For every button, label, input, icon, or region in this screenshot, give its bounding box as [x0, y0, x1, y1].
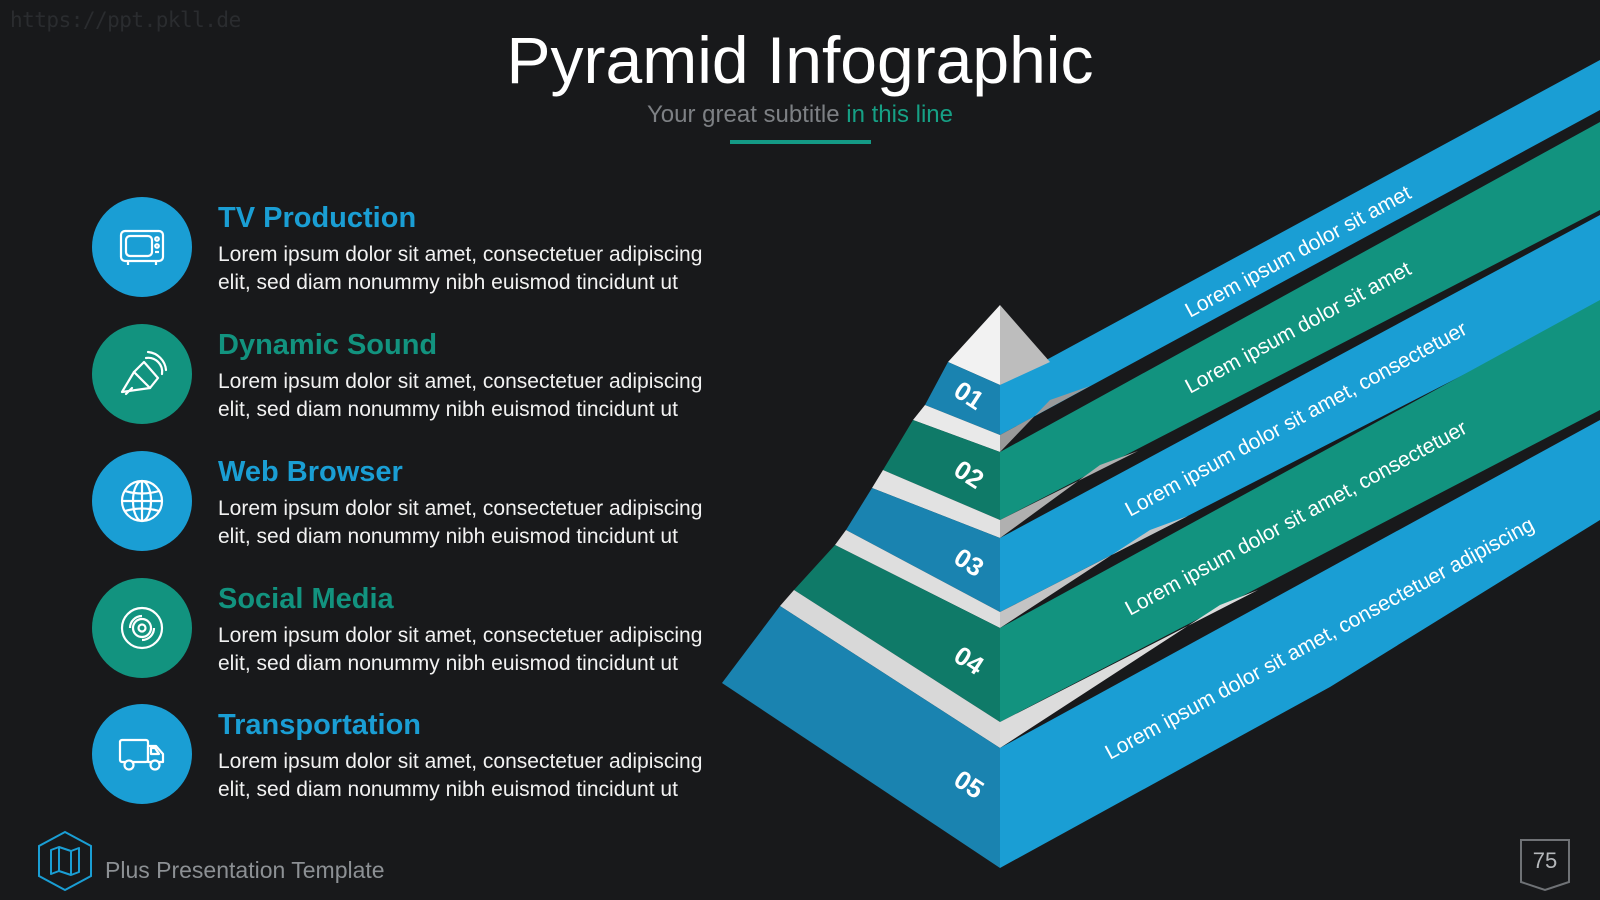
list-item-dynamic-sound: Dynamic Sound Lorem ipsum dolor sit amet… [92, 324, 732, 424]
item-description: Lorem ipsum dolor sit amet, consectetuer… [218, 370, 703, 421]
watermark: https://ppt.pkll.de [10, 8, 241, 32]
ribbon-1 [1000, 60, 1600, 435]
ribbon-4 [1000, 300, 1600, 722]
truck-icon [118, 738, 165, 771]
level-2-face [883, 420, 1000, 520]
speaker-icon [120, 350, 168, 396]
item-description: Lorem ipsum dolor sit amet, consectetuer… [218, 497, 703, 548]
level-4-face [794, 545, 1000, 722]
subtitle-accent: in this line [846, 101, 953, 128]
level-1-gap [913, 405, 1000, 452]
item-heading: Web Browser [218, 456, 403, 488]
disc-icon [120, 606, 164, 650]
list-item-web-browser: Web Browser Lorem ipsum dolor sit amet, … [92, 451, 732, 551]
level-5-face [722, 606, 1000, 868]
level-4-gap [780, 590, 1000, 748]
ribbon-3 [1000, 215, 1600, 612]
globe-icon-circle [92, 451, 192, 551]
speaker-icon-circle [92, 324, 192, 424]
pyramid-apex-right [1000, 305, 1050, 385]
truck-icon-circle [92, 704, 192, 804]
item-description: Lorem ipsum dolor sit amet, consectetuer… [218, 750, 703, 801]
page-number: 75 [1532, 848, 1558, 873]
tv-icon-circle [92, 197, 192, 297]
list-item-tv-production: TV Production Lorem ipsum dolor sit amet… [92, 197, 732, 297]
page-subtitle: Your great subtitle in this line [0, 101, 1600, 129]
page-title: Pyramid Infographic [506, 23, 1094, 97]
item-heading: Social Media [218, 583, 394, 615]
pyramid-left-face [722, 305, 1050, 868]
title-underline [730, 140, 871, 144]
ribbon-5 [1000, 420, 1600, 868]
footer-template-name: Plus Presentation Template [105, 857, 385, 883]
item-description: Lorem ipsum dolor sit amet, consectetuer… [218, 243, 703, 294]
globe-icon [120, 479, 164, 523]
ribbon-2 [1000, 122, 1600, 520]
list-item-transportation: Transportation Lorem ipsum dolor sit ame… [92, 704, 732, 804]
pyramid-ribbons [1000, 60, 1600, 868]
level-3-face [846, 488, 1000, 612]
subtitle-main: Your great subtitle [647, 101, 847, 128]
level-3-gap [835, 530, 1000, 628]
list-item-social-media: Social Media Lorem ipsum dolor sit amet,… [92, 578, 732, 678]
item-heading: Transportation [218, 709, 422, 741]
page-number-badge [1520, 839, 1570, 892]
pyramid-apex [948, 305, 1000, 385]
item-heading: Dynamic Sound [218, 329, 438, 361]
disc-icon-circle [92, 578, 192, 678]
level-1-face [925, 362, 1000, 435]
tv-icon [119, 229, 165, 265]
item-description: Lorem ipsum dolor sit amet, consectetuer… [218, 624, 703, 675]
item-heading: TV Production [218, 202, 417, 234]
map-icon [38, 830, 92, 892]
level-2-gap [872, 470, 1000, 538]
